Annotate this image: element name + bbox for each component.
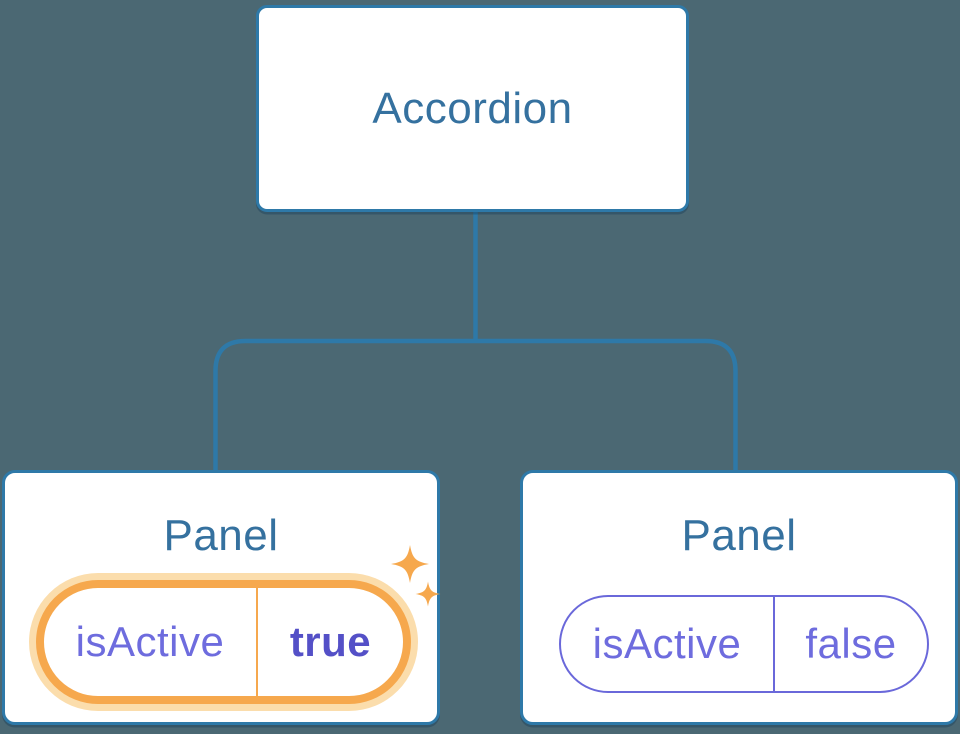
accordion-node: Accordion — [256, 5, 689, 212]
sparkle-large — [391, 545, 429, 583]
state-value-inactive: false — [805, 620, 897, 667]
sparkles-icon — [391, 545, 441, 607]
panel-active-label: Panel — [163, 511, 279, 560]
state-pill-active: isActive true — [36, 580, 411, 704]
sparkle-small — [415, 581, 441, 607]
panel-node-inactive: Panel isActive false — [520, 470, 958, 725]
state-name-active: isActive — [44, 588, 258, 696]
panel-inactive-label: Panel — [681, 511, 797, 560]
connector-branch — [213, 338, 738, 471]
panel-node-active: Panel isActive true — [2, 470, 441, 725]
state-value-active: true — [289, 618, 372, 665]
accordion-node-label: Accordion — [372, 83, 573, 133]
state-pill-inactive: isActive false — [559, 595, 929, 693]
state-name-inactive: isActive — [561, 597, 775, 691]
